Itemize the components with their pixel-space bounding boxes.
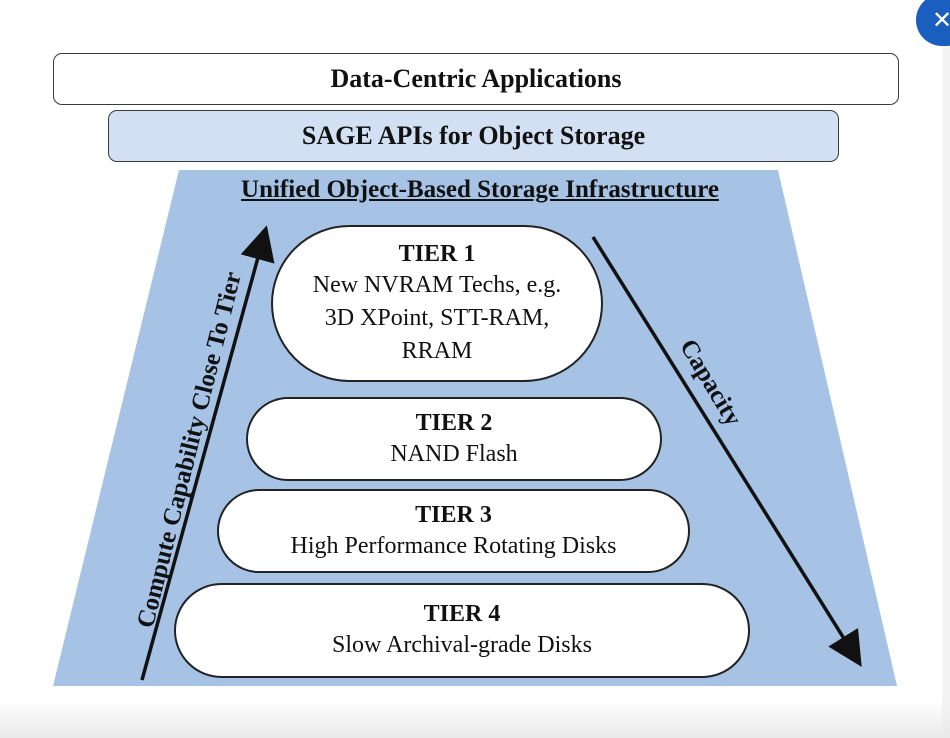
tier-2-box: TIER 2 NAND Flash (246, 397, 662, 481)
apps-bar-label: Data-Centric Applications (330, 64, 622, 93)
tier-3-description: High Performance Rotating Disks (290, 532, 617, 559)
apis-bar-label: SAGE APIs for Object Storage (301, 121, 646, 150)
data-centric-applications-bar: Data-Centric Applications (53, 53, 899, 105)
tier-1-description: New NVRAM Techs, e.g. 3D XPoint, STT-RAM… (312, 272, 562, 364)
compute-capability-arrow (140, 225, 275, 681)
tier-3-name: TIER 3 (415, 501, 492, 528)
tier-2-description: NAND Flash (390, 440, 518, 467)
close-icon: ✕ (932, 6, 950, 34)
tier-4-name: TIER 4 (423, 601, 501, 627)
sage-apis-bar: SAGE APIs for Object Storage (108, 110, 839, 162)
tier-4-description: Slow Archival-grade Disks (332, 632, 592, 658)
viewer-bottom-shadow (0, 700, 950, 738)
tier-1-box: TIER 1 New NVRAM Techs, e.g. 3D XPoint, … (271, 225, 603, 382)
viewer-right-edge (942, 0, 950, 738)
tier-3-box: TIER 3 High Performance Rotating Disks (217, 489, 690, 573)
close-button[interactable]: ✕ (916, 0, 950, 46)
capacity-arrow (591, 236, 862, 667)
tier-2-name: TIER 2 (415, 409, 493, 436)
tier-1-name: TIER 1 (398, 241, 476, 267)
infrastructure-title: Unified Object-Based Storage Infrastruct… (241, 176, 719, 203)
tier-4-box: TIER 4 Slow Archival-grade Disks (174, 583, 750, 678)
